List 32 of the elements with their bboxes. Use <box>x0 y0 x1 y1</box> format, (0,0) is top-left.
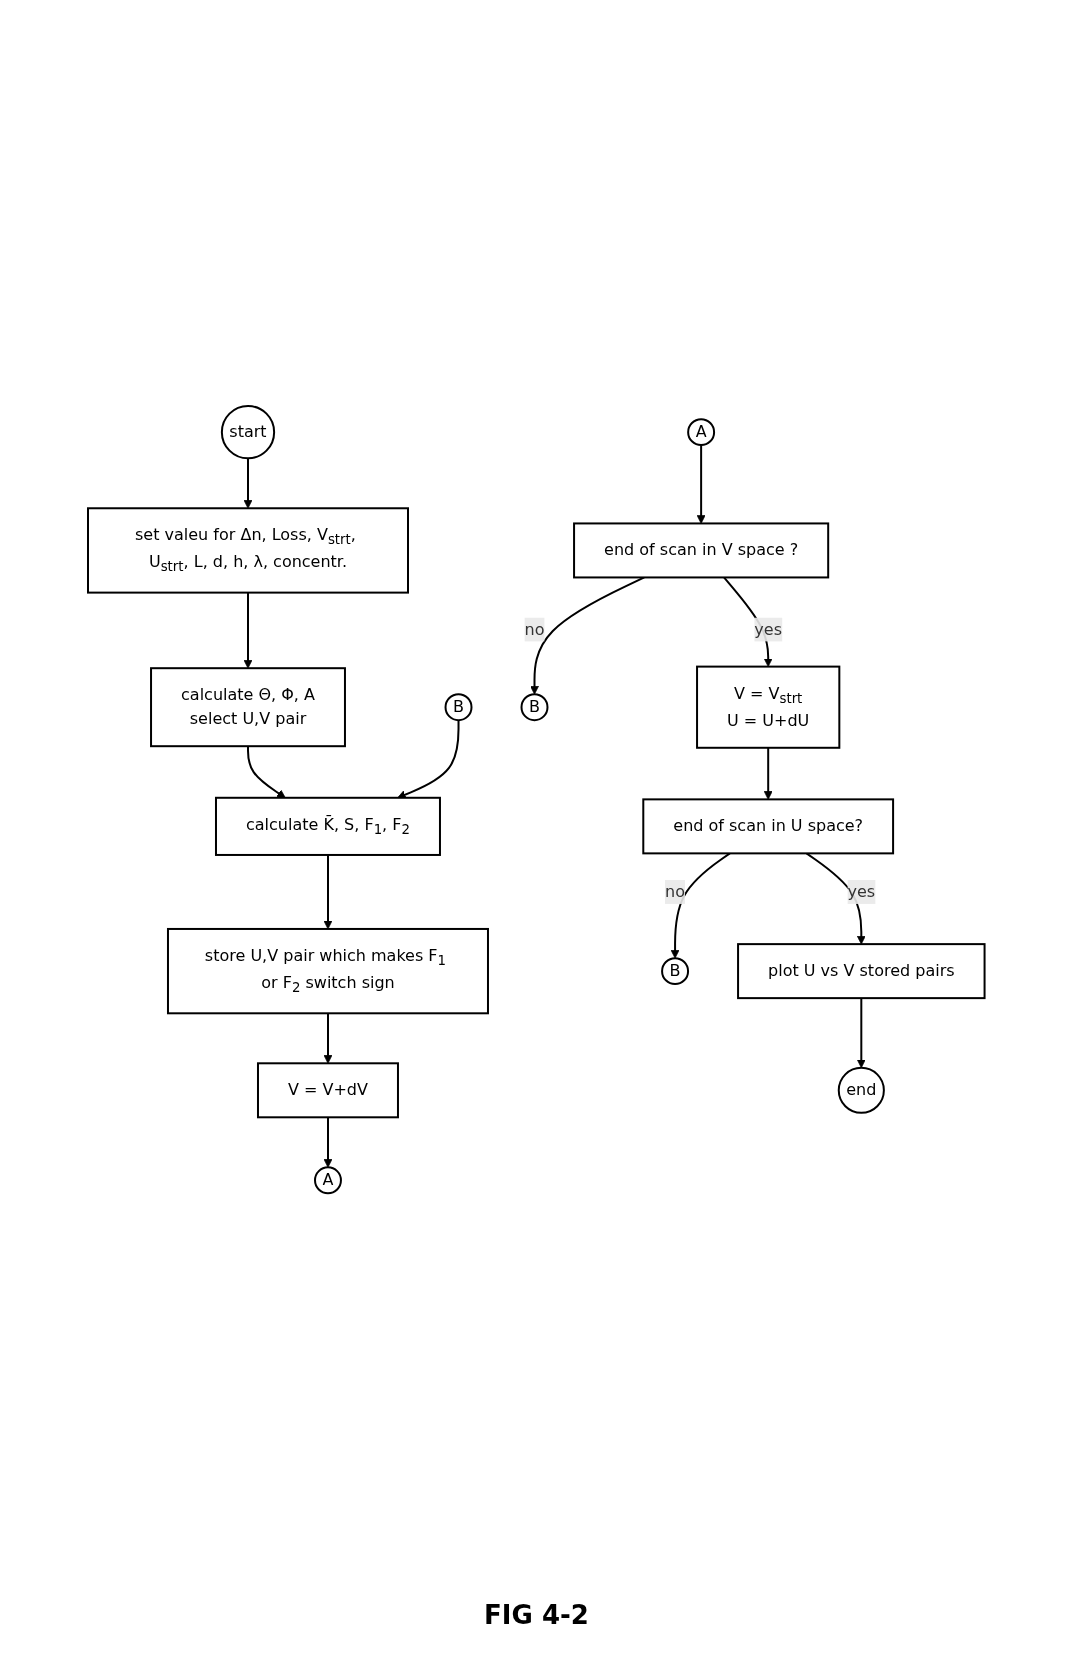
node-circle: start <box>221 405 276 460</box>
edge-label: no <box>665 882 686 902</box>
node-box: set valeu for Δn, Loss, V$_{strt}$, U$_{strt}$, L, d, h, λ, concentr. <box>87 507 410 594</box>
edge-label: yes <box>847 882 876 902</box>
arrow <box>530 576 646 695</box>
arrow <box>397 719 460 800</box>
arrow <box>243 592 253 669</box>
node-box: V = V+dV <box>257 1062 400 1119</box>
node-box: end of scan in U space? <box>642 798 895 855</box>
node-circle: B <box>444 693 473 722</box>
arrow <box>323 1012 333 1065</box>
arrow <box>857 997 866 1069</box>
node-box: calculate Θ, Φ, A select U,V pair <box>150 667 347 748</box>
node-box: store U,V pair which makes F$_{1}$ or F$_{2}$ switch sign <box>167 928 490 1015</box>
edge-label: no <box>524 619 545 639</box>
arrow <box>670 852 732 959</box>
node-circle: B <box>520 693 549 722</box>
node-circle: B <box>661 957 690 986</box>
arrow <box>764 747 773 801</box>
node-box: plot U vs V stored pairs <box>737 943 986 1000</box>
arrow <box>247 745 286 799</box>
node-box: V = V$_{strt}$ U = U+dU <box>696 666 841 750</box>
node-box: calculate K̄, S, F$_{1}$, F$_{2}$ <box>215 797 442 857</box>
node-circle: A <box>314 1166 343 1195</box>
node-box: end of scan in V space ? <box>573 522 830 579</box>
arrow <box>323 854 333 930</box>
node-circle: A <box>687 418 716 447</box>
figure-caption: FIG 4-2 <box>483 1600 590 1630</box>
edge-label: yes <box>754 619 783 639</box>
node-circle: end <box>837 1067 886 1115</box>
arrow <box>696 444 706 525</box>
arrow <box>243 457 253 510</box>
